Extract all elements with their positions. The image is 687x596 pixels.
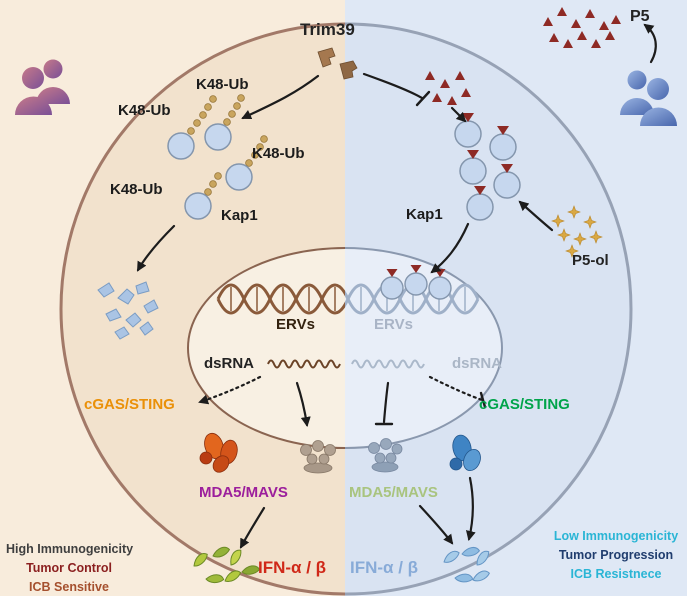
trim39-label: Trim39: [300, 20, 355, 39]
outcome-right-line2: Tumor Progression: [558, 547, 674, 562]
nucleus: [187, 247, 503, 449]
p5-label: P5: [630, 8, 650, 25]
outcome-right-line1: Low Immunogenicity: [553, 529, 679, 543]
tbar-dsrna-right: [382, 381, 390, 424]
ervs-label-left: ERVs: [276, 316, 315, 333]
tbar-end: [415, 90, 431, 107]
outcome-left-line1: High Immunogenicity: [6, 542, 134, 556]
tbar-trim39-blocked-by-p5: [362, 72, 424, 100]
activated-sensor-blobs-left-icon: [199, 432, 238, 473]
p5-triangles-icon: [543, 7, 621, 48]
p5-triangles-intracellular-icon: [425, 71, 471, 105]
dotted-dsrna-to-cgas-right: [428, 375, 484, 402]
outcome-block-left: High Immunogenicity Tumor Control ICB Se…: [6, 540, 134, 596]
mda5-mavs-label-left: MDA5/MAVS: [199, 484, 288, 501]
inactive-sensor-blob-right-icon: [449, 434, 481, 472]
arrow-dsrna-to-mavs-left: [295, 381, 311, 427]
dsrna-squiggle-left: [267, 359, 341, 369]
dsrna-squiggle-right: [351, 359, 425, 369]
kap1-label-right: Kap1: [406, 206, 443, 223]
cgas-sting-label-left: cGAS/STING: [84, 396, 175, 413]
dsrna-label-right: dsRNA: [452, 355, 503, 372]
kap1-label-left: Kap1: [221, 207, 258, 224]
k48ub-label-c: K48-Ub: [252, 145, 305, 162]
k48ub-label-d: K48-Ub: [110, 181, 163, 198]
arrow-trim39-to-ubiquitination: [241, 74, 320, 120]
kap1-ubiquitinated-cluster-icon: [167, 123, 253, 220]
p5ol-label: P5-ol: [572, 252, 609, 269]
k48ub-label-a: K48-Ub: [196, 76, 249, 93]
k48ub-label-b: K48-Ub: [118, 102, 171, 119]
dsrna-label-left: dsRNA: [204, 355, 255, 372]
outcome-left-line3: ICB Sensitive: [29, 579, 109, 594]
arrow-mda5-to-ifn-left: [239, 506, 266, 549]
mavs-aggregate-left-icon: [300, 440, 336, 474]
mda5-mavs-label-right: MDA5/MAVS: [349, 484, 438, 501]
arrow-sting-to-ifn-right: [465, 476, 476, 541]
arrow-p5ol-to-kap1: [518, 200, 554, 232]
kap1-p5-cluster-icon: [454, 113, 521, 221]
ubiquitin-chain-icon: [187, 94, 268, 196]
dotted-dsrna-to-cgas-left: [198, 375, 262, 405]
mavs-aggregate-right-icon: [368, 438, 403, 473]
outcome-left-line2: Tumor Control: [26, 560, 112, 575]
kap1-on-dna-icon: [380, 265, 452, 300]
outcome-block-right: Low Immunogenicity Tumor Progression ICB…: [548, 527, 684, 583]
arrow-kap1-degradation: [136, 224, 176, 272]
arrow-p5-to-kap1: [450, 106, 467, 123]
ifn-label-left: IFN-α / β: [258, 558, 327, 577]
persons-icon-right: [620, 70, 677, 126]
arrow-kap1-to-nucleus: [430, 222, 470, 274]
persons-icon-left: [15, 59, 70, 115]
ervs-label-right: ERVs: [374, 316, 413, 333]
trim39-icon: [317, 47, 358, 80]
tbar-end: [479, 391, 487, 409]
arrow-mda5-to-ifn-right: [418, 504, 454, 545]
cgas-sting-label-right: cGAS/STING: [479, 396, 570, 413]
degraded-kap1-fragments-icon: [97, 281, 159, 340]
ifn-label-right: IFN-α / β: [350, 558, 419, 577]
outcome-right-line3: ICB Resistnece: [570, 566, 662, 581]
pathway-arrows: [136, 23, 657, 549]
arrow-persons-to-p5: [643, 23, 657, 64]
